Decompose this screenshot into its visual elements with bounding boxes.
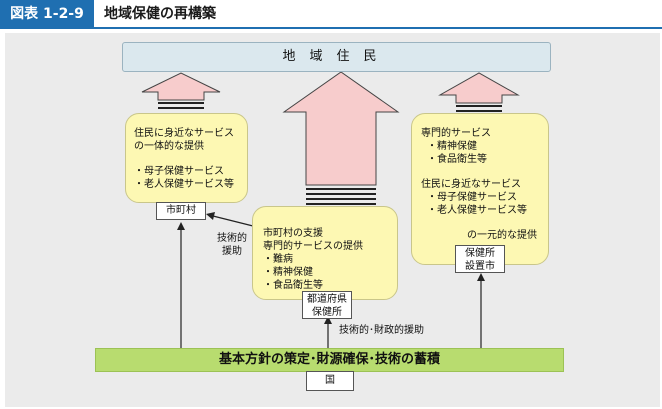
- technical-financial-assistance-label: 技術的･財政的援助: [339, 325, 424, 336]
- prefecture-health-center-tag: 都道府県 保健所: [302, 291, 352, 319]
- national-policy-bar: 基本方針の策定･財源確保･技術の蓄積: [95, 348, 564, 372]
- designated-city-services-box: 専門的サービス ・精神保健 ・食品衛生等 住民に身近なサービス ・母子保健サービ…: [411, 113, 549, 265]
- technical-assistance-line: 援助: [222, 246, 242, 257]
- city-line: ・食品衛生等: [427, 154, 487, 165]
- municipal-line: ・母子保健サービス: [134, 166, 224, 177]
- city-tag-line: 設置市: [465, 261, 495, 272]
- city-line: ・老人保健サービス等: [427, 205, 527, 216]
- city-tag-line: 保健所: [465, 248, 495, 259]
- figure-header: 図表 1-2-9 地域保健の再構築: [0, 0, 662, 29]
- technical-assistance-label: 技術的 援助: [217, 232, 247, 258]
- municipal-line: 住民に身近なサービス: [134, 128, 234, 139]
- arrow-up-prefecture: [282, 71, 400, 205]
- residents-bar: 地域住民: [122, 42, 551, 72]
- technical-assistance-line: 技術的: [217, 233, 247, 244]
- prefecture-services-box: 市町村の支援 専門的サービスの提供 ・難病 ・精神保健 ・食品衛生等: [252, 206, 398, 300]
- city-line: ・精神保健: [427, 141, 477, 152]
- arrow-up-city: [438, 72, 520, 112]
- prefecture-tag-line: 保健所: [312, 307, 342, 318]
- city-line: ・母子保健サービス: [427, 192, 517, 203]
- municipal-line: ・老人保健サービス等: [134, 179, 234, 190]
- municipal-line: の一体的な提供: [134, 141, 204, 152]
- prefecture-line: ・精神保健: [263, 267, 313, 278]
- prefecture-line: ・難病: [263, 254, 293, 265]
- city-line: 住民に身近なサービス: [421, 179, 521, 190]
- prefecture-tag-line: 都道府県: [307, 294, 347, 305]
- header-rule: [0, 27, 662, 29]
- city-health-center-tag: 保健所 設置市: [455, 245, 505, 273]
- arrow-up-municipal: [141, 72, 221, 109]
- prefecture-line: 専門的サービスの提供: [263, 241, 363, 252]
- national-government-tag: 国: [306, 371, 354, 391]
- prefecture-line: ・食品衛生等: [263, 280, 323, 291]
- municipal-services-box: 住民に身近なサービス の一体的な提供 ・母子保健サービス ・老人保健サービス等: [125, 113, 248, 203]
- city-line: の一元的な提供: [467, 230, 537, 241]
- figure-number-badge: 図表 1-2-9: [0, 0, 94, 28]
- figure-title: 地域保健の再構築: [104, 6, 216, 22]
- city-line: 専門的サービス: [421, 128, 491, 139]
- municipality-tag: 市町村: [156, 202, 206, 220]
- prefecture-line: 市町村の支援: [263, 228, 323, 239]
